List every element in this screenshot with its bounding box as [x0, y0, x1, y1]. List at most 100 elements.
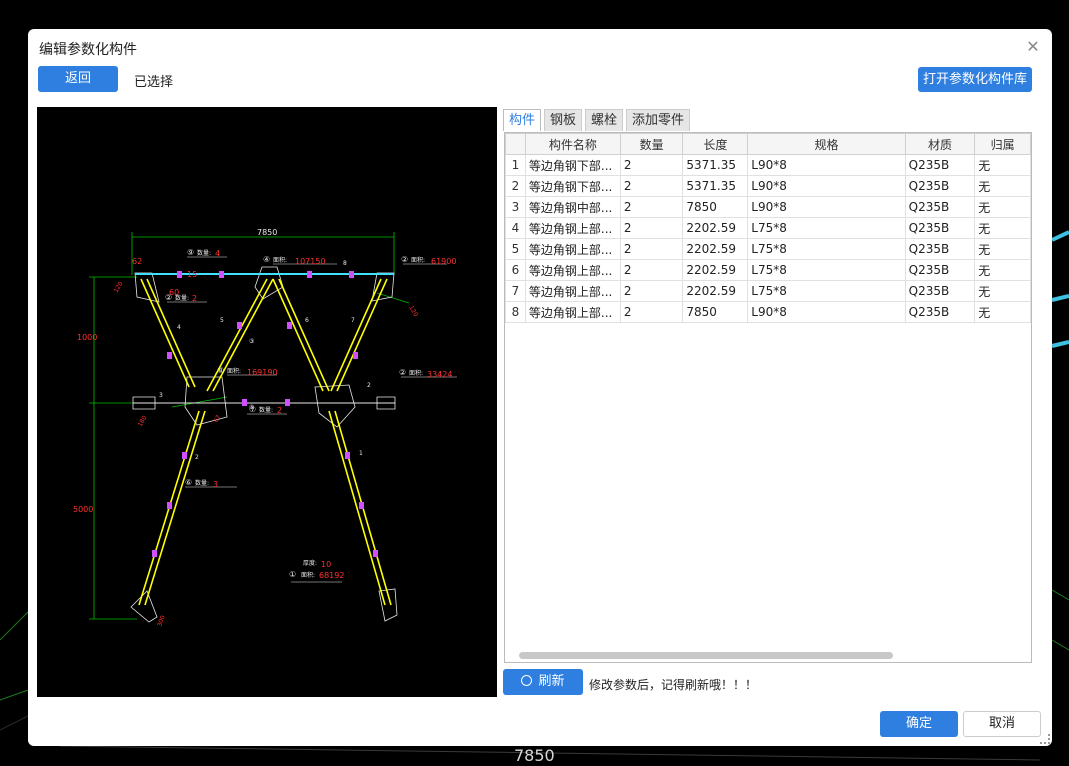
cell-name[interactable]: 等边角钢中部...: [524, 196, 621, 218]
refresh-button[interactable]: 刷新: [503, 669, 583, 695]
cell-material[interactable]: Q235B: [904, 280, 976, 302]
cell-quantity[interactable]: 2: [619, 238, 684, 260]
qty-2a: 2: [192, 294, 197, 303]
label-62: 62: [132, 257, 142, 266]
table-row[interactable]: 3 等边角钢中部... 2 7850 L90*8 Q235B 无: [505, 196, 1031, 218]
drawing-labels: 7850 1000 5000 62 15 60 ⑨ 数量: 4 ④ 面积: 10…: [73, 228, 456, 628]
column-header-spec[interactable]: 规格: [747, 133, 906, 155]
cell-owner[interactable]: 无: [974, 259, 1031, 281]
cell-name[interactable]: 等边角钢上部...: [524, 259, 621, 281]
qty-text-c: 数量:: [259, 406, 273, 414]
cell-quantity[interactable]: 2: [619, 196, 684, 218]
tab-bolts[interactable]: 螺栓: [585, 109, 624, 131]
area-text-d: 面积:: [409, 369, 423, 377]
cell-material[interactable]: Q235B: [904, 238, 976, 260]
cell-quantity[interactable]: 2: [619, 154, 684, 176]
row-index: 3: [505, 196, 526, 218]
cell-owner[interactable]: 无: [974, 238, 1031, 260]
row-index: 2: [505, 175, 526, 197]
column-header-length[interactable]: 长度: [682, 133, 749, 155]
cell-spec[interactable]: L75*8: [747, 217, 906, 239]
cell-length[interactable]: 7850: [682, 301, 749, 323]
cell-owner[interactable]: 无: [974, 280, 1031, 302]
column-header-quantity[interactable]: 数量: [619, 133, 684, 155]
dialog-title: 编辑参数化构件: [39, 42, 137, 58]
cell-material[interactable]: Q235B: [904, 259, 976, 281]
qty-4: 4: [215, 249, 220, 258]
table-row[interactable]: 2 等边角钢下部... 2 5371.35 L90*8 Q235B 无: [505, 175, 1031, 197]
cell-name[interactable]: 等边角钢上部...: [524, 301, 621, 323]
cell-spec[interactable]: L75*8: [747, 238, 906, 260]
cell-length[interactable]: 2202.59: [682, 280, 749, 302]
component-grid[interactable]: 构件名称 数量 长度 规格 材质 归属 1 等边角钢下部... 2 5371.3…: [504, 132, 1032, 663]
table-row[interactable]: 4 等边角钢上部... 2 2202.59 L75*8 Q235B 无: [505, 217, 1031, 239]
cell-length[interactable]: 7850: [682, 196, 749, 218]
selected-label: 已选择: [134, 75, 174, 90]
cell-owner[interactable]: 无: [974, 196, 1031, 218]
c2-mark-c: ②: [399, 368, 406, 377]
cell-name[interactable]: 等边角钢上部...: [524, 217, 621, 239]
thick-text: 厚度:: [303, 559, 317, 567]
cell-owner[interactable]: 无: [974, 175, 1031, 197]
cell-spec[interactable]: L75*8: [747, 259, 906, 281]
back-button[interactable]: 返回: [38, 66, 118, 92]
cell-material[interactable]: Q235B: [904, 154, 976, 176]
cell-quantity[interactable]: 2: [619, 175, 684, 197]
horizontal-scrollbar[interactable]: [519, 652, 893, 659]
tab-components[interactable]: 构件: [503, 109, 542, 131]
cell-spec[interactable]: L90*8: [747, 175, 906, 197]
cell-quantity[interactable]: 2: [619, 259, 684, 281]
c5-mark: ⑤: [249, 404, 254, 411]
cell-quantity[interactable]: 2: [619, 280, 684, 302]
cell-quantity[interactable]: 2: [619, 217, 684, 239]
qty-text-b: 数量:: [175, 294, 189, 302]
cell-name[interactable]: 等边角钢上部...: [524, 280, 621, 302]
column-header-material[interactable]: 材质: [904, 133, 976, 155]
cell-length[interactable]: 2202.59: [682, 259, 749, 281]
cell-name[interactable]: 等边角钢下部...: [524, 175, 621, 197]
member-num-7: 3: [159, 392, 163, 399]
tab-add-part[interactable]: 添加零件: [626, 109, 691, 131]
ok-button[interactable]: 确定: [880, 711, 958, 737]
cell-quantity[interactable]: 2: [619, 301, 684, 323]
cancel-button[interactable]: 取消: [963, 711, 1041, 737]
table-row[interactable]: 8 等边角钢上部... 2 7850 L90*8 Q235B 无: [505, 301, 1031, 323]
resize-grip-icon[interactable]: [1040, 734, 1050, 744]
cell-spec[interactable]: L90*8: [747, 196, 906, 218]
cell-spec[interactable]: L90*8: [747, 301, 906, 323]
area-107150: 107150: [295, 257, 326, 266]
qty-text-d: 数量:: [195, 479, 209, 487]
table-row[interactable]: 1 等边角钢下部... 2 5371.35 L90*8 Q235B 无: [505, 154, 1031, 176]
table-row[interactable]: 7 等边角钢上部... 2 2202.59 L75*8 Q235B 无: [505, 280, 1031, 302]
cell-length[interactable]: 5371.35: [682, 154, 749, 176]
open-library-button[interactable]: 打开参数化构件库: [918, 67, 1032, 92]
c2-mark-a: ②: [401, 255, 408, 264]
c2-mark-b: ②: [165, 293, 172, 302]
cell-spec[interactable]: L90*8: [747, 154, 906, 176]
cell-spec[interactable]: L75*8: [747, 280, 906, 302]
cell-length[interactable]: 2202.59: [682, 238, 749, 260]
dim-left-top: 1000: [77, 333, 97, 342]
cell-material[interactable]: Q235B: [904, 196, 976, 218]
cell-owner[interactable]: 无: [974, 217, 1031, 239]
table-row[interactable]: 6 等边角钢上部... 2 2202.59 L75*8 Q235B 无: [505, 259, 1031, 281]
cell-length[interactable]: 5371.35: [682, 175, 749, 197]
column-header-name[interactable]: 构件名称: [524, 133, 621, 155]
column-header-owner[interactable]: 归属: [974, 133, 1031, 155]
cell-name[interactable]: 等边角钢下部...: [524, 154, 621, 176]
cell-owner[interactable]: 无: [974, 301, 1031, 323]
cell-length[interactable]: 2202.59: [682, 217, 749, 239]
tab-plates[interactable]: 钢板: [544, 109, 583, 131]
cell-material[interactable]: Q235B: [904, 301, 976, 323]
cell-owner[interactable]: 无: [974, 154, 1031, 176]
table-row[interactable]: 5 等边角钢上部... 2 2202.59 L75*8 Q235B 无: [505, 238, 1031, 260]
close-icon[interactable]: ✕: [1026, 37, 1040, 56]
cell-material[interactable]: Q235B: [904, 175, 976, 197]
drawing-canvas[interactable]: 7850 1000 5000 62 15 60 ⑨ 数量: 4 ④ 面积: 10…: [37, 107, 497, 697]
qty-2b: 2: [277, 406, 282, 415]
c1-mark: ①: [289, 570, 296, 579]
cell-name[interactable]: 等边角钢上部...: [524, 238, 621, 260]
cell-material[interactable]: Q235B: [904, 217, 976, 239]
dim-c: 180: [137, 414, 149, 428]
